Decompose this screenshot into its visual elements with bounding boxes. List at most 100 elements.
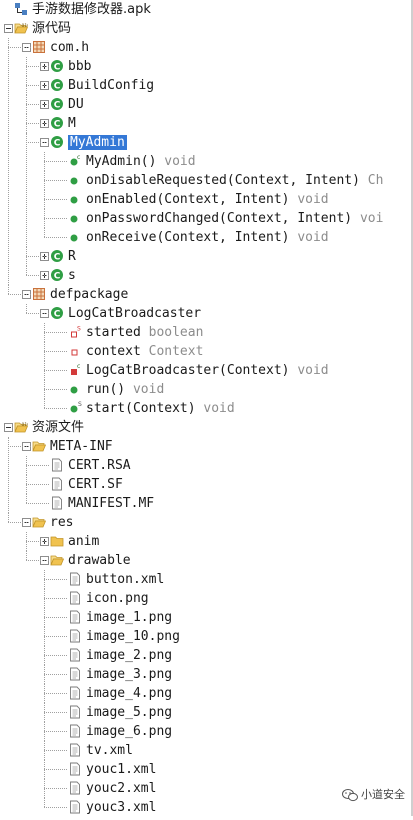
source-folder-icon: 010 [14, 21, 30, 35]
tree-node-label: defpackage [50, 285, 128, 304]
node-name: LogCatBroadcaster(Context) [86, 363, 290, 378]
package-icon [32, 40, 46, 54]
tree-connector [44, 180, 67, 181]
tree-connector [44, 750, 67, 751]
tree-connector [44, 351, 67, 352]
tree-row[interactable]: 010源代码 [0, 19, 413, 38]
class-icon: C [50, 59, 64, 73]
collapse-toggle-icon[interactable] [4, 423, 13, 432]
tree-row[interactable]: image_10.png [0, 627, 413, 646]
tree-connector [44, 741, 45, 760]
tree-row[interactable]: image_5.png [0, 703, 413, 722]
folder-open-icon [32, 439, 47, 453]
tree-row[interactable]: onPasswordChanged(Context, Intent) voi [0, 209, 413, 228]
tree-row[interactable]: tv.xml [0, 741, 413, 760]
tree-row[interactable]: context Context [0, 342, 413, 361]
folder-icon [50, 534, 64, 548]
tree-row[interactable]: 010资源文件 [0, 418, 413, 437]
node-type: boolean [148, 325, 204, 340]
tree-connector [8, 522, 31, 523]
node-name: M [68, 116, 76, 131]
tree-row[interactable]: icon.png [0, 589, 413, 608]
tree-connector [44, 161, 67, 162]
tree-row[interactable]: res [0, 513, 413, 532]
file-icon [68, 648, 82, 662]
tree-connector [44, 655, 67, 656]
tree-node-label: MyAdmin() void [86, 152, 196, 171]
tree-row[interactable]: youc3.xml [0, 798, 413, 817]
node-name: DU [68, 97, 84, 112]
tree-row[interactable]: META-INF [0, 437, 413, 456]
class-icon: C [50, 306, 64, 320]
node-name: 资源文件 [32, 420, 85, 435]
tree-connector [44, 152, 45, 171]
tree-row[interactable]: CERT.RSA [0, 456, 413, 475]
node-name: youc3.xml [86, 800, 157, 815]
node-name: image_2.png [86, 648, 173, 663]
tree-row[interactable]: image_6.png [0, 722, 413, 741]
tree-connector [44, 665, 45, 684]
tree-row[interactable]: 手游数据修改器.apk [0, 0, 413, 19]
tree-connector [26, 541, 49, 542]
tree-row[interactable]: youc1.xml [0, 760, 413, 779]
tree-row[interactable]: youc2.xml [0, 779, 413, 798]
tree-row[interactable]: onDisableRequested(Context, Intent) Ch [0, 171, 413, 190]
tree-connector [44, 693, 67, 694]
tree-row[interactable]: MANIFEST.MF [0, 494, 413, 513]
tree-row[interactable]: image_3.png [0, 665, 413, 684]
collapse-toggle-icon[interactable] [4, 24, 13, 33]
tree-connector [26, 532, 27, 551]
tree-connector [44, 674, 67, 675]
class-icon: C [50, 135, 64, 149]
tree-connector [44, 332, 67, 333]
tree-row[interactable]: CERT.SF [0, 475, 413, 494]
svg-text:C: C [54, 272, 61, 282]
svg-text:C: C [54, 82, 61, 92]
node-name: s [68, 268, 76, 283]
tree-row[interactable]: image_1.png [0, 608, 413, 627]
tree-row[interactable]: anim [0, 532, 413, 551]
tree-row[interactable]: onEnabled(Context, Intent) void [0, 190, 413, 209]
tree-row[interactable]: run() void [0, 380, 413, 399]
tree-connector [26, 256, 49, 257]
tree-node-label: youc1.xml [86, 760, 156, 779]
tree-connector [44, 361, 45, 380]
tree-node-label: com.h [50, 38, 89, 57]
tree-node-label: 源代码 [32, 19, 71, 38]
method-icon [68, 173, 82, 187]
node-name: R [68, 249, 76, 264]
tree-node-label: image_6.png [86, 722, 172, 741]
tree-connector [44, 722, 45, 741]
node-type: void [203, 401, 235, 416]
tree-connector [44, 598, 67, 599]
tree-row[interactable]: image_4.png [0, 684, 413, 703]
tree-connector [8, 294, 31, 295]
private-field-icon [68, 344, 82, 358]
tree-connector [44, 218, 67, 219]
tree-row[interactable]: image_2.png [0, 646, 413, 665]
file-icon [68, 572, 82, 586]
tree-connector [44, 779, 45, 798]
tree-row[interactable]: onReceive(Context, Intent) void [0, 228, 413, 247]
node-type: void [132, 382, 165, 397]
tree-row[interactable]: defpackage [0, 285, 413, 304]
tree-row[interactable]: com.h [0, 38, 413, 57]
tree-node-label: button.xml [86, 570, 164, 589]
tree-connector [26, 133, 27, 247]
tree-row[interactable]: button.xml [0, 570, 413, 589]
tree-row[interactable]: drawable [0, 551, 413, 570]
file-icon [50, 496, 64, 510]
tree-connector [44, 769, 67, 770]
